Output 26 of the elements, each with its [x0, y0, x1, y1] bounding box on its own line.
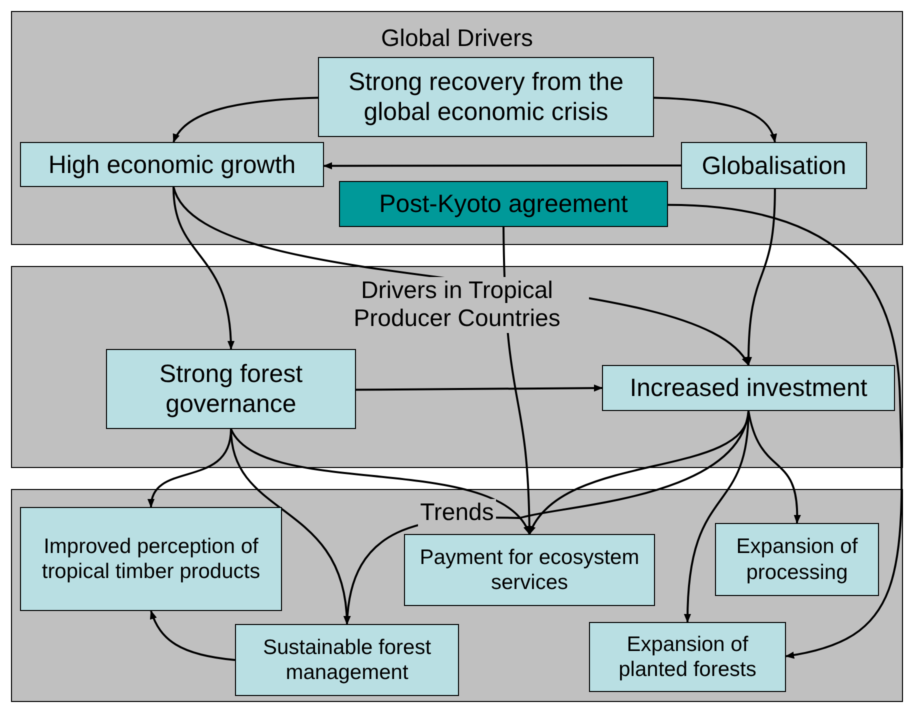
panel-title: Trends — [418, 499, 496, 527]
panel — [11, 11, 903, 245]
driver-box: High economic growth — [20, 142, 324, 187]
driver-box: Increased investment — [602, 365, 895, 411]
arrow — [150, 610, 236, 661]
driver-box: Globalisation — [681, 142, 867, 189]
driver-box: Improved perception of tropical timber products — [20, 507, 282, 611]
driver-box: Strong forest governance — [106, 349, 356, 429]
arrow — [654, 96, 776, 143]
panel — [11, 266, 903, 468]
driver-box: Sustainable forest management — [235, 624, 459, 696]
arrow — [668, 204, 903, 658]
arrow — [230, 428, 530, 535]
driver-box: Expansion of processing — [715, 523, 879, 596]
driver-box: Payment for ecosystem services — [404, 534, 655, 606]
arrow — [356, 384, 603, 392]
arrow — [323, 162, 681, 170]
arrow — [745, 188, 776, 366]
driver-box: Post-Kyoto agreement — [339, 181, 668, 227]
panel — [11, 489, 903, 702]
arrow — [172, 96, 318, 143]
arrow — [748, 410, 801, 524]
arrow — [172, 186, 234, 350]
arrow — [684, 410, 750, 623]
driver-box: Expansion of planted forests — [589, 622, 786, 692]
driver-box: Strong recovery from the global economic crisis — [318, 57, 654, 137]
